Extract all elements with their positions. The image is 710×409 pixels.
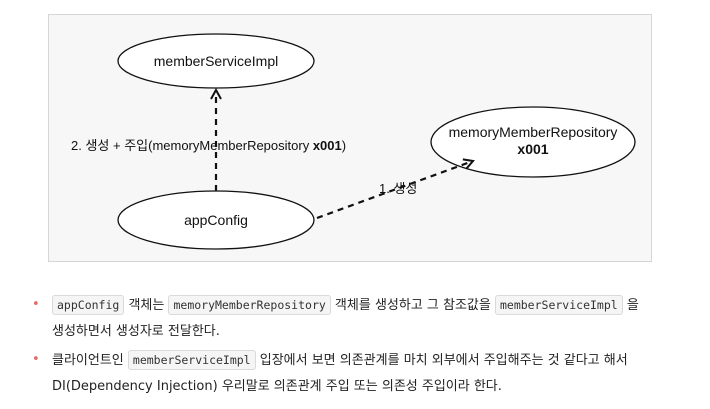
node-app-config: appConfig: [117, 190, 315, 250]
bullet-text: 을: [622, 298, 639, 313]
inline-code: appConfig: [52, 295, 125, 315]
bullet-item: • appConfig 객체는 memoryMemberRepository 객…: [28, 292, 668, 345]
edge-create-arrow: [316, 161, 473, 220]
bullet-dot: •: [32, 352, 40, 367]
bullet-text: 생성하면서 생성자로 전달한다.: [52, 324, 220, 339]
node-member-service-impl-label: memberServiceImpl: [154, 53, 278, 69]
bullet-text: 입장에서 보면 의존관계를 마치 외부에서 주입해주는 것 같다고 해서: [255, 353, 628, 368]
node-member-service-impl: memberServiceImpl: [117, 33, 315, 89]
edge-inject-label: 2. 생성 + 주입(memoryMemberRepository x001): [71, 138, 346, 153]
node-app-config-label: appConfig: [184, 212, 248, 228]
inline-code: memberServiceImpl: [127, 350, 256, 370]
node-memory-repo-label: memoryMemberRepository: [449, 124, 618, 140]
bullet-text: 클라이언트인: [52, 353, 128, 368]
bullet-text: 객체를 생성하고 그 참조값을: [330, 298, 495, 313]
bullet-item: • 클라이언트인 memberServiceImpl 입장에서 보면 의존관계를…: [28, 347, 668, 400]
diagram-figure: memberServiceImpl memoryMemberRepository…: [48, 14, 652, 262]
bullet-text: 객체는: [124, 298, 169, 313]
edge-create-label: 1. 생성: [379, 181, 417, 196]
bullet-dot: •: [32, 297, 40, 312]
inline-code: memberServiceImpl: [494, 295, 623, 315]
node-memory-member-repository: memoryMemberRepository x001: [430, 106, 636, 178]
inline-code: memoryMemberRepository: [168, 295, 331, 315]
bullet-list: • appConfig 객체는 memoryMemberRepository 객…: [28, 292, 668, 400]
bullet-text: DI(Dependency Injection) 우리말로 의존관계 주입 또는…: [52, 379, 502, 394]
diagram-svg: memberServiceImpl memoryMemberRepository…: [71, 33, 636, 250]
node-memory-repo-address: x001: [517, 141, 548, 157]
